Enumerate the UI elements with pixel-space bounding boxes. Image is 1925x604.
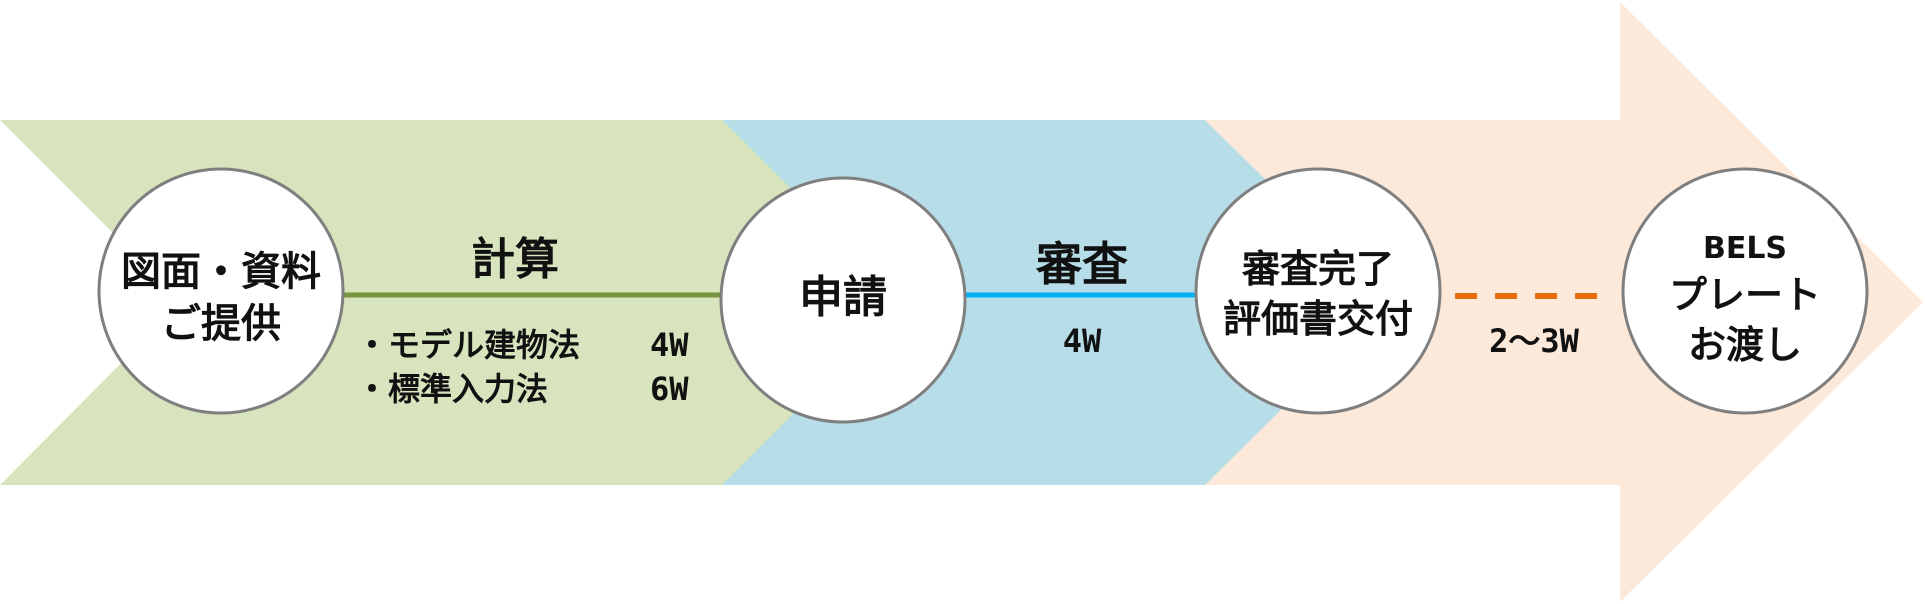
materials-node-circle [97,167,345,415]
calculation-title: 計算 [471,234,559,285]
review-complete-node-line2: 評価書交付 [1223,297,1413,341]
materials-node-line2: ご提供 [161,301,281,347]
application-node-label: 申請 [799,272,887,323]
plate-node-line1: BELS [1703,231,1787,266]
materials-node-line1: 図面・資料 [121,249,321,295]
calculation-item-2-label: ・標準入力法 [356,370,548,408]
calculation-item-1-duration: 4W [650,326,689,364]
review-duration: 4W [1063,322,1102,360]
plate-node-line2: プレート [1669,273,1821,317]
review-complete-node-line1: 審査完了 [1241,247,1394,291]
application-node-circle [719,176,967,424]
review-title: 審査 [1035,237,1128,291]
plate-node-circle [1621,167,1869,415]
calculation-item-1-label: ・モデル建物法 [356,326,580,364]
delivery-duration: 2～3W [1489,322,1580,360]
plate-node-line3: お渡し [1688,323,1802,367]
stage-3-arrow-background [1200,2,1923,602]
review-complete-node-circle [1194,167,1442,415]
calculation-item-2-duration: 6W [650,370,689,408]
